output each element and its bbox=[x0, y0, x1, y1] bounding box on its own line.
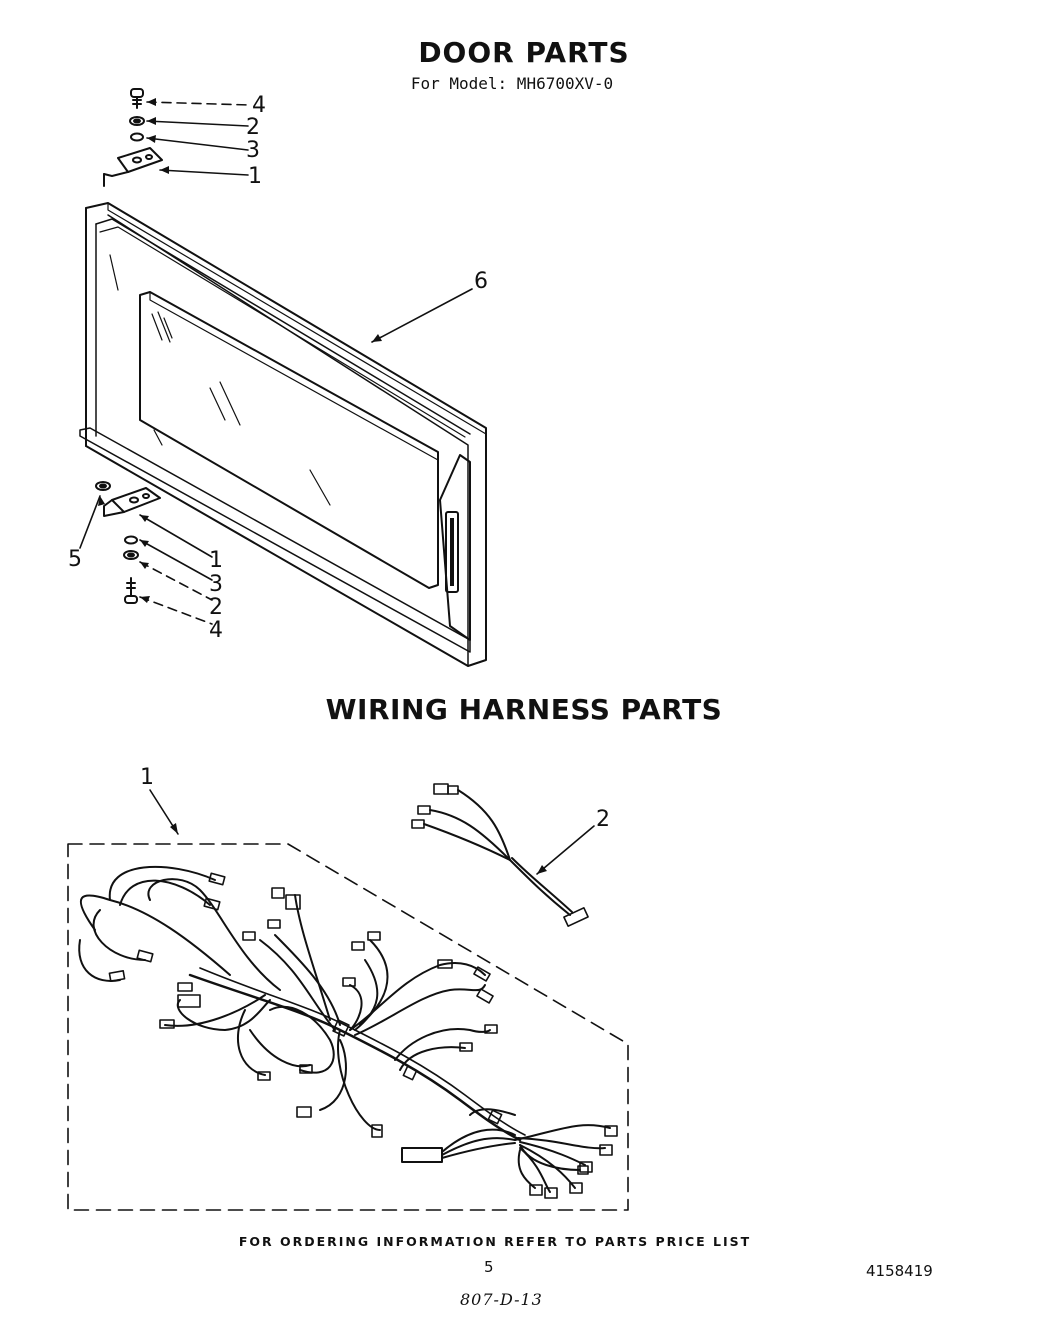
page-number: 5 bbox=[484, 1258, 494, 1276]
top-washer-icon bbox=[129, 116, 145, 126]
bottom-washer-icon bbox=[123, 550, 139, 560]
bottom-lock-washer-icon bbox=[124, 535, 138, 545]
callout-bottom-4: 4 bbox=[209, 618, 223, 643]
harness-dashed-outline bbox=[67, 843, 629, 1211]
callout-door-6: 6 bbox=[474, 269, 488, 294]
door-assembly bbox=[79, 88, 487, 667]
multi-pin-connector-icon bbox=[401, 1147, 443, 1163]
callout-harness-1: 1 bbox=[140, 765, 154, 790]
callout-harness-2: 2 bbox=[596, 807, 610, 832]
top-screw-icon bbox=[130, 88, 144, 109]
bottom-hinge-hardware bbox=[95, 481, 161, 604]
callout-bottom-1: 1 bbox=[209, 548, 223, 573]
small-harness-connector-icon bbox=[563, 907, 589, 927]
harness-terminals bbox=[108, 872, 618, 1199]
door-handle-icon bbox=[439, 454, 471, 641]
top-hinge-hardware bbox=[103, 88, 163, 187]
callout-spacer-5: 5 bbox=[68, 547, 82, 572]
main-wiring-harness bbox=[67, 789, 629, 1211]
model-line: For Model: MH6700XV-0 bbox=[410, 74, 614, 93]
bottom-screw-icon bbox=[124, 577, 138, 604]
small-wiring-harness bbox=[411, 783, 595, 927]
bottom-hinge-bracket-icon bbox=[103, 487, 161, 517]
callout-bottom-2: 2 bbox=[209, 595, 223, 620]
door-arrowheads bbox=[98, 98, 382, 603]
door-leader-lines bbox=[79, 101, 473, 625]
callout-bottom-3: 3 bbox=[209, 572, 223, 597]
door-panel bbox=[79, 202, 487, 667]
handwritten-code: 807-D-13 bbox=[460, 1290, 543, 1309]
top-lock-washer-icon bbox=[130, 132, 144, 142]
callout-top-4: 4 bbox=[252, 93, 266, 118]
door-parts-title: DOOR PARTS bbox=[418, 36, 630, 69]
wiring-harness-title: WIRING HARNESS PARTS bbox=[325, 693, 723, 726]
spacer-icon bbox=[95, 481, 111, 491]
ordering-note: FOR ORDERING INFORMATION REFER TO PARTS … bbox=[238, 1234, 752, 1249]
callout-top-2: 2 bbox=[246, 115, 260, 140]
callout-top-3: 3 bbox=[246, 138, 260, 163]
callout-top-1: 1 bbox=[248, 164, 262, 189]
top-hinge-bracket-icon bbox=[103, 147, 163, 187]
document-number: 4158419 bbox=[866, 1262, 933, 1280]
